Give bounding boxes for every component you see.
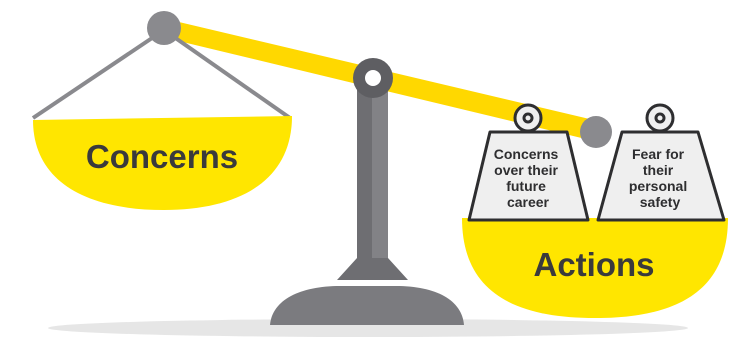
right-pivot-knob: [580, 116, 612, 148]
svg-text:Concerns over their: Concerns over their future career: [494, 146, 562, 210]
left-pan: [33, 116, 292, 210]
weight-label-line: career: [507, 194, 550, 210]
weight-label-line: safety: [640, 194, 681, 210]
weight-label-line: Concerns: [494, 146, 559, 162]
weight-career-concerns: Concerns over their future career: [467, 103, 590, 222]
weight-label-line: Fear for: [632, 146, 685, 162]
right-pan-label: Actions: [533, 246, 654, 283]
pillar-highlight: [372, 90, 388, 258]
weight-label-line: over their: [494, 162, 558, 178]
left-pan-string: [162, 28, 292, 120]
weight-label-line: future: [506, 178, 546, 194]
weight-ring-icon: [645, 103, 675, 133]
left-pivot-knob: [147, 11, 181, 45]
right-pan: [462, 218, 728, 318]
weight-label-line: personal: [629, 178, 687, 194]
svg-text:Fear for their per: Fear for their personal safety: [629, 146, 691, 210]
floor-shadow: [48, 319, 688, 337]
left-pan-string: [31, 28, 166, 120]
weight-label-line: their: [643, 162, 674, 178]
weight-body: [467, 130, 590, 222]
weight-body: [596, 130, 726, 222]
center-pivot-hole: [365, 70, 381, 86]
weight-ring-icon: [513, 103, 543, 133]
scale-base: [270, 286, 464, 325]
left-pan-label: Concerns: [86, 138, 238, 175]
weight-safety-fear: Fear for their personal safety: [596, 103, 726, 222]
